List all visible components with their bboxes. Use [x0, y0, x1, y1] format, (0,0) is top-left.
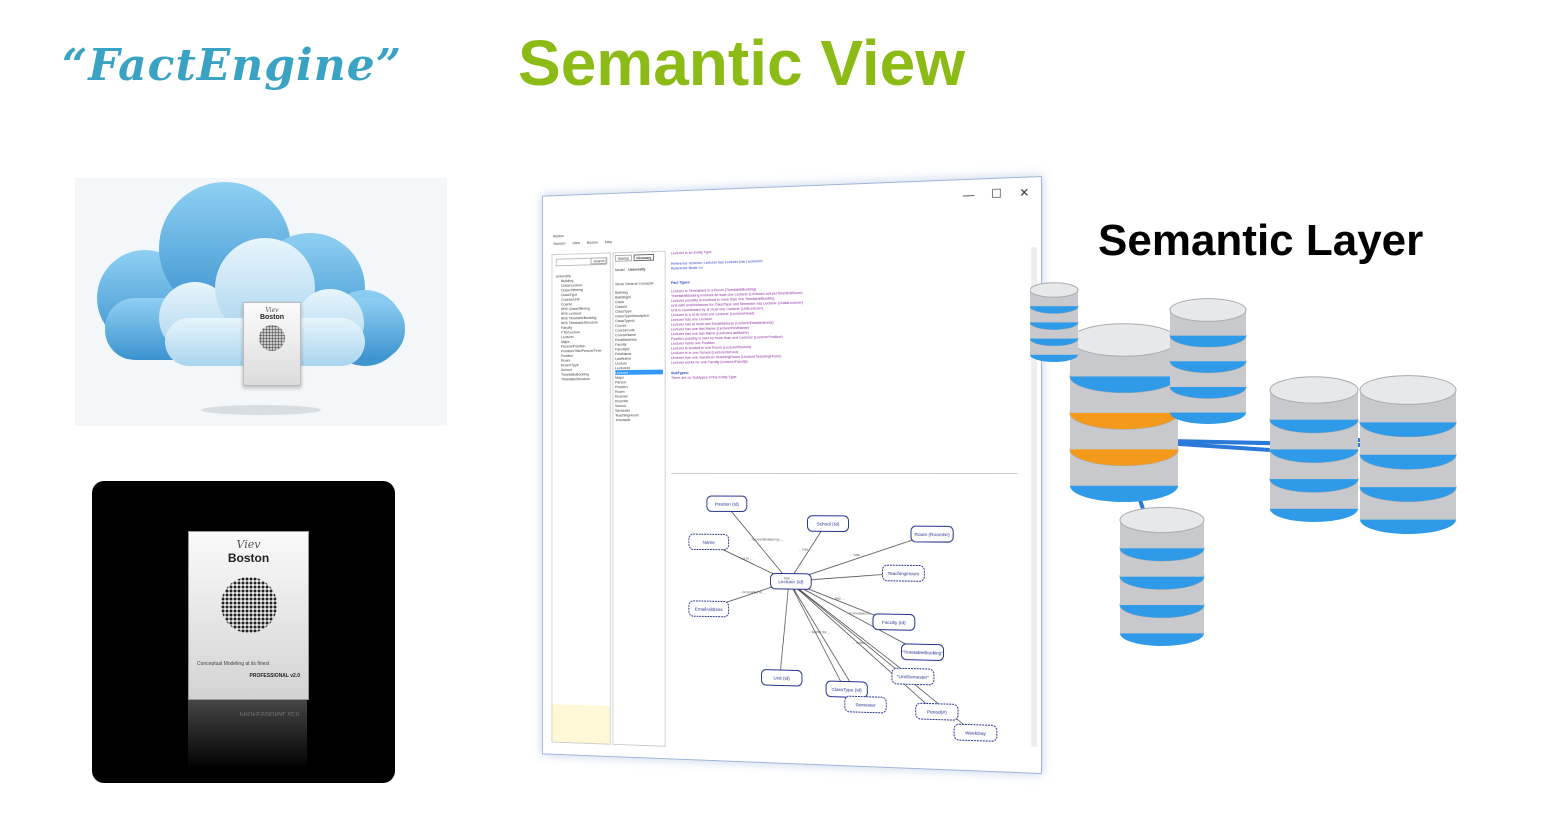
fact-types-list: Lecturer is Timetabled in a Room (Timeta… [671, 279, 1027, 364]
diagram-node[interactable]: WeekDay [954, 724, 997, 741]
product-name: Boston [244, 314, 300, 321]
svg-text:"TimetableBooking": "TimetableBooking" [902, 650, 944, 657]
database-icon [1120, 507, 1204, 646]
diagram-node[interactable]: Period(#) [916, 703, 958, 720]
model-selector[interactable]: Model University [615, 266, 663, 272]
svg-text:Semester: Semester [855, 702, 875, 709]
diagram-node[interactable]: EmailAddress [689, 601, 729, 617]
diagram-role-label: ... is located in ... [739, 590, 766, 594]
diagram-link [789, 523, 826, 582]
diagram-node[interactable]: TeachingHours [882, 565, 924, 581]
diagram-node[interactable]: Room (RoomNr) [911, 526, 953, 542]
diagram-node[interactable]: Semester [845, 696, 886, 713]
svg-text:Name: Name [703, 540, 715, 546]
help-panel [552, 704, 609, 744]
database-icon [1360, 376, 1456, 534]
glossary-item[interactable]: Timetable [615, 417, 663, 422]
diagram-node[interactable]: Faculty (Id) [873, 614, 915, 631]
menu-session[interactable]: Session [553, 241, 565, 246]
model-label: Model [615, 267, 625, 272]
svg-text:School (Id): School (Id) [817, 521, 840, 527]
model-explorer[interactable]: Search University BuildingClass/LectureC… [551, 252, 610, 744]
diagram-node[interactable]: "UnitSemester" [892, 668, 934, 685]
glossary-list: BuildingBuildingIdClassClassIdClassTypeC… [615, 289, 663, 422]
product-box-large: Viev Boston Conceptual Modeling at its f… [188, 531, 309, 700]
tab-bar: Startup Glossary [615, 254, 663, 262]
svg-text:Unit (Id): Unit (Id) [773, 675, 790, 682]
diagram-role-label: ... is coordinated by ... [748, 537, 784, 541]
model-value[interactable]: University [628, 267, 645, 272]
product-edition: PROFESSIONAL v2.0 [189, 673, 300, 679]
tab-glossary[interactable]: Glossary [634, 254, 655, 261]
orm-diagram[interactable]: Position (Id) Name School (Id) Room (RoomNr… [671, 477, 1017, 756]
svg-text:TeachingHours: TeachingHours [888, 571, 920, 578]
svg-text:WeekDay: WeekDay [965, 730, 986, 737]
product-brand-large: Viev [189, 538, 308, 551]
svg-text:ClassType (Id): ClassType (Id) [832, 687, 863, 694]
pane-divider[interactable] [671, 473, 1017, 474]
menu-view[interactable]: View [572, 240, 579, 245]
window-close-icon[interactable]: ✕ [1019, 185, 1029, 199]
database-icon [1270, 377, 1358, 522]
svg-text:"UnitSemester": "UnitSemester" [897, 674, 929, 681]
cloud-product-image: Viev Boston [75, 178, 447, 426]
product-emblem-large [221, 577, 277, 633]
app-window[interactable]: — ☐ ✕ Boston Session View Boston Help Se… [542, 176, 1042, 774]
diagram-role-label: ... is involved in ... [845, 611, 875, 616]
diagram-node[interactable]: Position (Id) [707, 496, 747, 511]
page-title: Semantic View [518, 26, 965, 100]
diagram-role-label: ... holds ... [852, 641, 869, 645]
svg-text:Room (RoomNr): Room (RoomNr) [915, 532, 950, 538]
product-brand: Viev [244, 307, 300, 314]
show-general-concepts-checkbox[interactable]: Show General Concepts [615, 280, 663, 286]
database-icon [1170, 299, 1246, 424]
semantic-layer-label: Semantic Layer [1098, 216, 1423, 266]
menu-boston[interactable]: Boston [587, 240, 598, 245]
diagram-role-label: ... has ... [780, 576, 794, 580]
tree-item[interactable]: TimetableStructure [561, 376, 610, 381]
product-name-large: Boston [189, 551, 308, 565]
svg-text:EmailAddress: EmailAddress [695, 607, 723, 614]
factengine-logo: “FactEngine” [62, 40, 402, 91]
svg-text:Position (Id): Position (Id) [715, 502, 739, 508]
diagram-node[interactable]: School (Id) [808, 516, 849, 532]
database-icon [1070, 324, 1178, 502]
database-icon [1030, 283, 1078, 362]
window-maximize-icon[interactable]: ☐ [991, 187, 1002, 201]
database-network [1030, 270, 1490, 650]
search-button[interactable]: Search [591, 257, 607, 264]
diagram-role-label: ... has ... [831, 596, 845, 600]
product-emblem [259, 325, 285, 351]
diagram-link [780, 581, 789, 678]
product-reflection: PROFESSIONAL v2.0 [188, 700, 307, 770]
glossary-text: Lecturer is an Entity Type. Reference Sc… [671, 239, 1027, 459]
svg-text:Faculty (Id): Faculty (Id) [882, 620, 906, 627]
diagram-node[interactable]: Unit (Id) [761, 670, 802, 687]
boxed-product-image: Viev Boston Conceptual Modeling at its f… [92, 481, 395, 783]
diagram-node[interactable]: Name [689, 534, 729, 550]
diagram-role-label: ... has ... [849, 553, 863, 557]
svg-text:Period(#): Period(#) [927, 709, 947, 716]
diagram-node[interactable]: ClassType (Id) [826, 681, 867, 698]
app-title: Boston [553, 233, 564, 238]
product-tagline: Conceptual Modeling at its finest [197, 661, 308, 667]
diagram-role-label: ... has ... [798, 547, 812, 551]
window-minimize-icon[interactable]: — [963, 188, 975, 202]
diagram-role-label: ... works for ... [808, 630, 831, 635]
menu-bar: Session View Boston Help [553, 239, 612, 246]
tab-startup[interactable]: Startup [615, 255, 632, 262]
product-box-small: Viev Boston [243, 302, 301, 386]
diagram-link [725, 504, 789, 582]
tree-list: BuildingClass/LectureClass/OfferingClass… [561, 277, 610, 381]
diagram-node[interactable]: "TimetableBooking" [901, 644, 943, 661]
glossary-pane[interactable]: Startup Glossary Model University Show G… [612, 251, 665, 747]
menu-help[interactable]: Help [605, 239, 612, 244]
diagram-role-label: ... is in ... [739, 556, 754, 560]
product-edition-reflection: PROFESSIONAL v2.0 [188, 710, 299, 716]
